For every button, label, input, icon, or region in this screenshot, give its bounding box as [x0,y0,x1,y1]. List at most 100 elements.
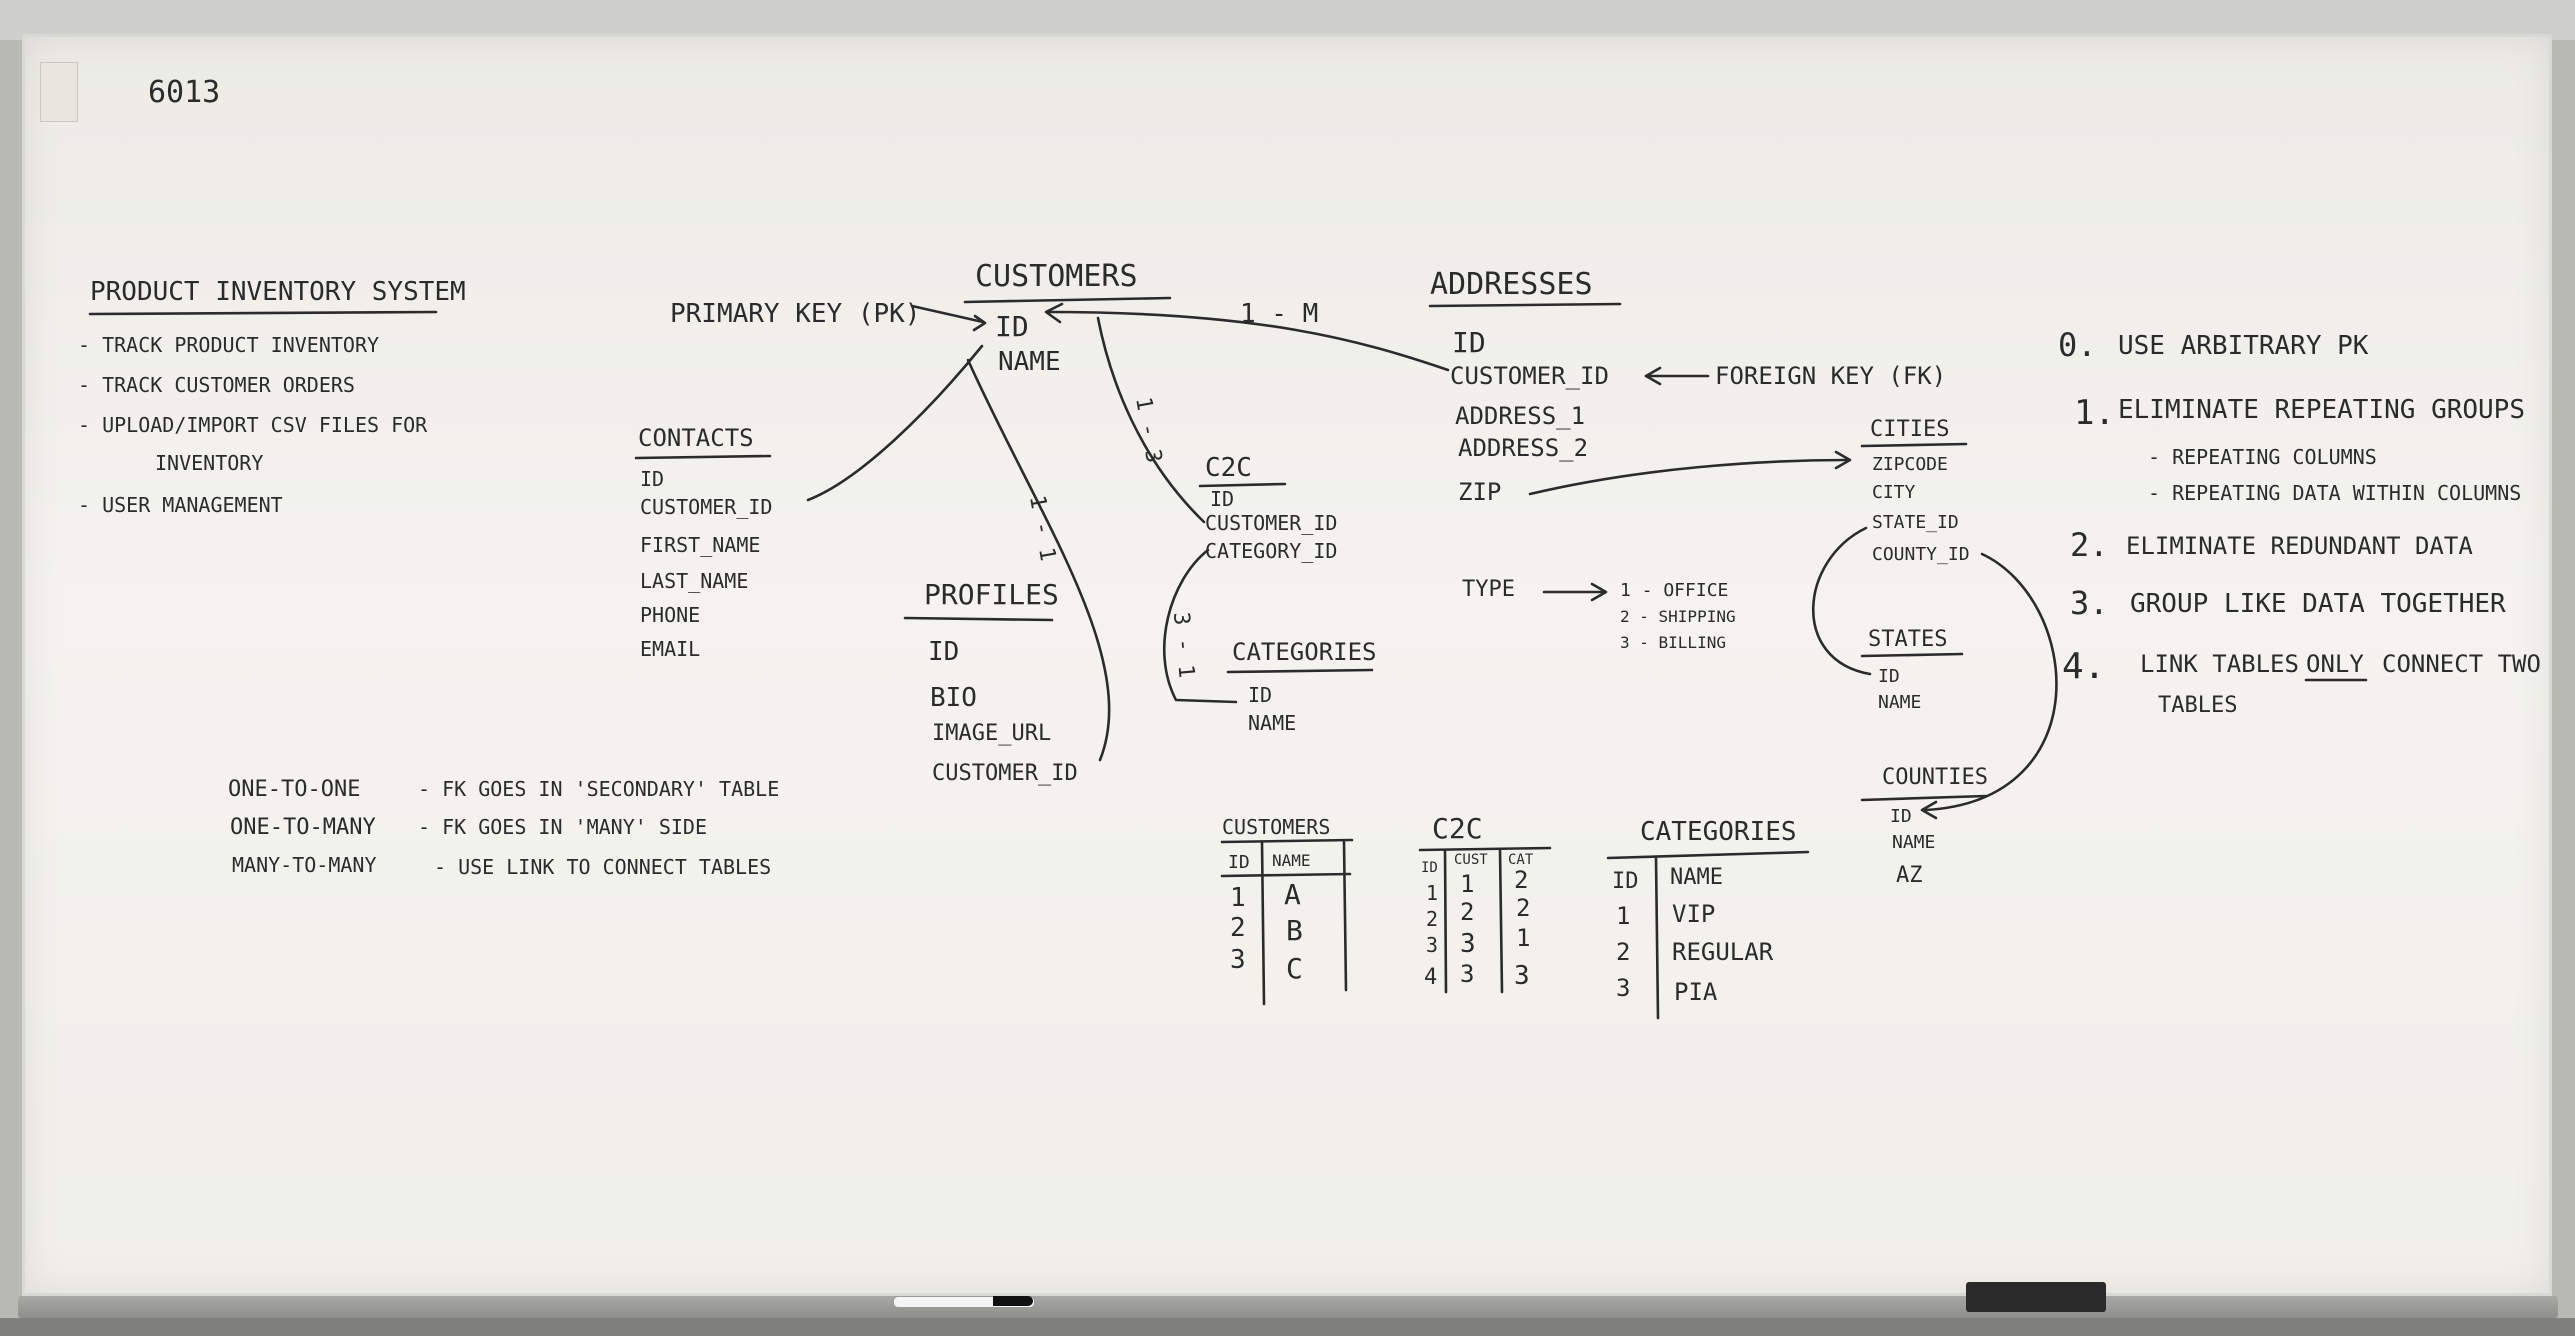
sample-cell: ID [1228,852,1250,873]
profiles-table: PROFILES ID BIO IMAGE_URL CUSTOMER_ID [903,578,1078,786]
customers-title: CUSTOMERS [975,259,1138,294]
sample-cell: CUST [1454,852,1488,868]
c2c-field: CUSTOMER_ID [1205,511,1337,535]
sample-cell: 3 [1460,929,1476,959]
primary-key-arrow [910,304,985,324]
states-field: NAME [1878,692,1921,713]
sample-customers-row-rule [1220,872,1352,878]
sample-c2c-column-rule [1498,848,1504,994]
sticky-note [40,62,78,122]
c2c-categories-cardinality: 3 - 1 [1168,611,1199,679]
inventory-item: INVENTORY [155,451,263,475]
primary-key-label: PRIMARY KEY (PK) [670,299,920,329]
arrow-head [1920,800,1938,820]
sample-cell: 3 [1426,933,1438,957]
inventory-block: PRODUCT INVENTORY SYSTEM - TRACK PRODUCT… [78,277,466,517]
sample-categories-title: CATEGORIES [1640,817,1797,847]
addresses-field: ZIP [1458,478,1501,506]
sample-c2c-column-rule [1443,848,1448,994]
categories-field: NAME [1248,711,1296,735]
profiles-field: BIO [930,683,977,713]
inventory-title: PRODUCT INVENTORY SYSTEM [90,277,466,307]
inventory-item: - TRACK CUSTOMER ORDERS [78,373,355,397]
marker-cap [993,1296,1033,1306]
counties-title: COUNTIES [1882,765,1988,790]
cities-title: CITIES [1870,417,1949,442]
relationship-kind: ONE-TO-MANY [230,815,376,840]
whiteboard [22,34,2552,1296]
relationship-rule: - FK GOES IN 'MANY' SIDE [418,815,707,839]
addresses-field: CUSTOMER_ID [1450,362,1609,390]
profiles-field: CUSTOMER_ID [932,761,1078,786]
cities-field: CITY [1872,482,1916,503]
profiles-field: IMAGE_URL [932,721,1051,746]
counties-field: AZ [1896,863,1923,888]
type-value: 3 - BILLING [1620,633,1726,652]
cities-field: STATE_ID [1872,512,1959,533]
contacts-title: CONTACTS [638,424,754,452]
sample-cell: CAT [1508,852,1534,868]
zip-cities-arrow [1528,458,1850,496]
c2c-field: CATEGORY_ID [1205,539,1337,563]
sample-cell: NAME [1670,865,1723,890]
sample-c2c-table: C2C ID CUST CAT 1 1 2 2 2 2 3 3 1 4 3 3 [1418,812,1552,994]
sample-cell: 1 [1460,870,1474,898]
arrow-head [1044,302,1064,324]
states-table: STATES ID NAME [1860,627,1964,713]
sample-customers-column-rule [1342,840,1348,992]
rule-text: ONLY [2306,650,2364,678]
inventory-item: - USER MANAGEMENT [78,493,283,517]
relationship-rule: - USE LINK TO CONNECT TABLES [434,855,771,879]
sample-cell: 2 [1514,866,1528,894]
profiles-cardinality: 1 - 1 [1024,493,1060,563]
rule-text: USE ARBITRARY PK [2118,331,2369,361]
sample-cell: 3 [1460,960,1474,988]
sample-cell: 3 [1616,974,1630,1002]
rule-number: 1. [2074,393,2115,433]
contacts-field: ID [640,467,664,491]
type-label: TYPE [1462,577,1515,602]
contacts-field: PHONE [640,603,700,627]
customers-field: ID [995,310,1029,343]
type-value: 2 - SHIPPING [1620,607,1736,626]
sample-cell: NAME [1272,851,1311,870]
sample-c2c-header-rule [1418,846,1552,852]
type-value: 1 - OFFICE [1620,580,1728,601]
sample-cell: 2 [1460,898,1474,926]
sample-customers-column-rule [1260,840,1266,1006]
inventory-item: - UPLOAD/IMPORT CSV FILES FOR [78,413,428,437]
profiles-customers-line [966,358,1111,762]
sample-cell: 2 [1426,907,1438,931]
profiles-field: ID [928,637,959,667]
sample-customers-title: CUSTOMERS [1222,815,1330,839]
states-title: STATES [1868,627,1947,652]
contacts-field: EMAIL [640,637,700,661]
addresses-customers-arrow [1046,310,1450,372]
c2c-table: C2C ID CUSTOMER_ID CATEGORY_ID [1198,453,1337,563]
sample-cell: ID [1421,860,1438,876]
contacts-table: CONTACTS ID CUSTOMER_ID FIRST_NAME LAST_… [634,424,772,661]
arrow-head [1644,366,1662,386]
counties-underline [1860,794,1988,802]
relationship-kind: ONE-TO-ONE [228,777,360,802]
arrow-head [1590,582,1608,602]
sample-cell: 2 [1516,894,1530,922]
sample-cell: C [1286,952,1303,985]
rule-text: GROUP LIKE DATA TOGETHER [2130,589,2506,619]
states-field: ID [1878,666,1900,687]
counties-table: COUNTIES ID NAME AZ [1860,765,1988,888]
sample-cell: 2 [1616,938,1630,966]
cities-counties-arrow [1924,552,2058,812]
categories-table: CATEGORIES ID NAME [1226,638,1377,735]
rule-text: ELIMINATE REPEATING GROUPS [2118,395,2525,425]
rule-text: - REPEATING DATA WITHIN COLUMNS [2148,481,2521,505]
marker-tray [18,1296,2558,1318]
relationship-rule: - FK GOES IN 'SECONDARY' TABLE [418,777,779,801]
connector-lines [806,302,2058,820]
sample-cell: VIP [1672,900,1715,928]
sample-cell: B [1286,914,1303,947]
cities-field: COUNTY_ID [1872,544,1970,565]
inventory-item: - TRACK PRODUCT INVENTORY [78,333,379,357]
arrow-head [972,314,987,332]
